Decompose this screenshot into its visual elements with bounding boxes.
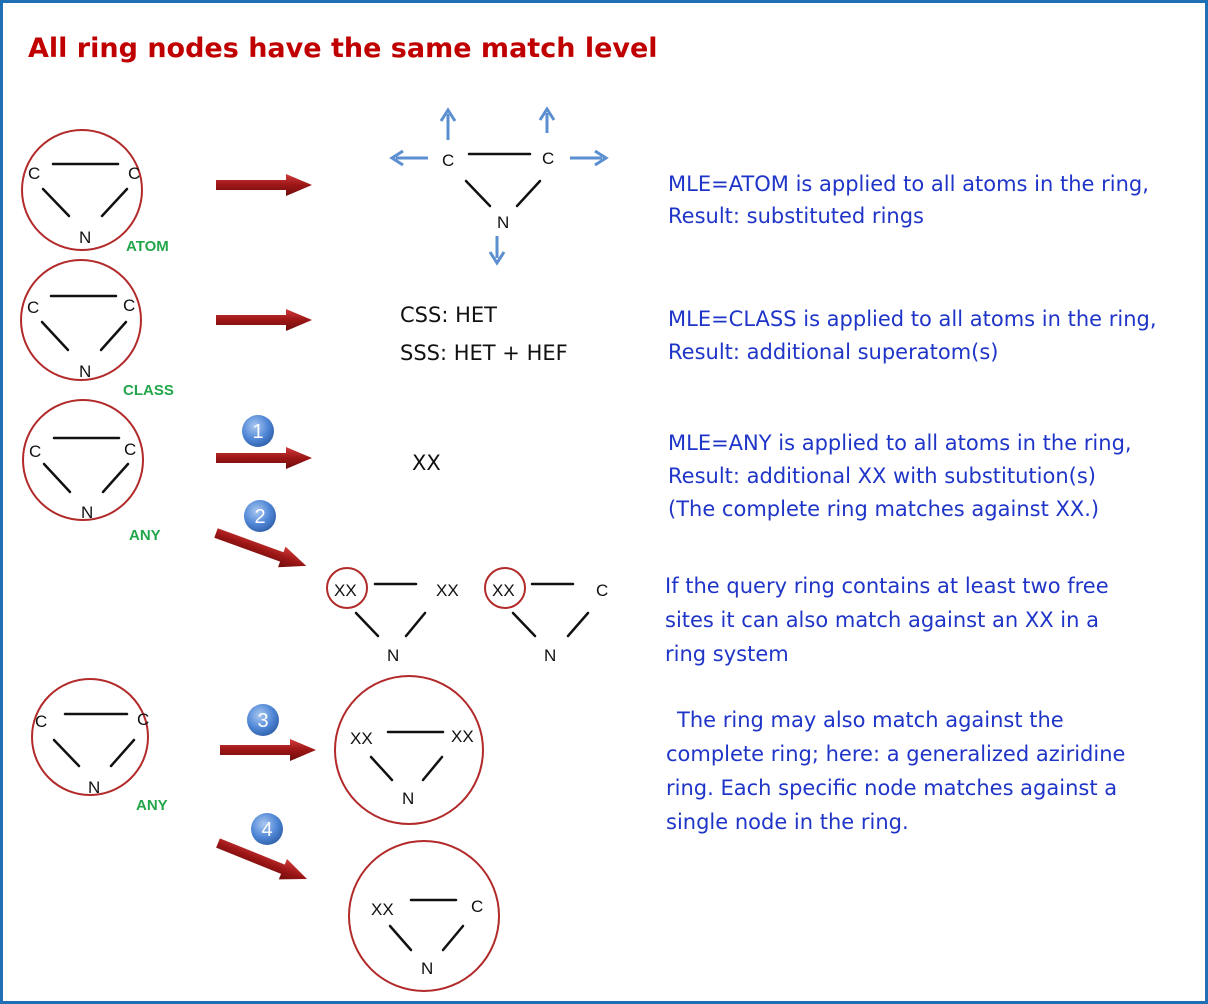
result-arrow (216, 174, 312, 196)
ring-circle (20, 259, 142, 381)
atom-label: N (81, 503, 93, 522)
ring-circle (21, 129, 143, 251)
substitution-arrow-icon (570, 149, 609, 167)
description-line: sites it can also match against an XX in… (665, 608, 1099, 632)
atom-label: C (35, 712, 47, 731)
ring-system-xx-c: XX C N (484, 567, 608, 665)
substitution-arrow-icon (488, 236, 506, 266)
atom-label: C (542, 149, 554, 168)
match-level-label: CLASS (123, 382, 174, 399)
result-arrow (216, 447, 312, 469)
atom-label: XX (492, 581, 515, 600)
description-line: single node in the ring. (666, 810, 909, 834)
atom-label: C (28, 164, 40, 183)
description-line: Result: additional XX with substitution(… (668, 464, 1096, 488)
substitution-arrow-icon (389, 149, 428, 167)
atom-label: N (497, 213, 509, 232)
atom-label: XX (436, 581, 459, 600)
result-arrow (216, 309, 312, 331)
generalized-ring-xx-c: XX C N (348, 840, 500, 992)
result-arrow (220, 739, 316, 761)
substitution-arrow-icon (538, 106, 556, 133)
atom-label: XX (350, 729, 373, 748)
description-line: Result: substituted rings (668, 204, 924, 228)
step-badge: 2 (244, 500, 276, 532)
description-line: ring system (665, 642, 789, 666)
result-text: CSS: HET (400, 303, 497, 327)
step-number: 1 (252, 421, 263, 443)
atom-label: C (27, 298, 39, 317)
ring-circle (348, 840, 500, 992)
step-number: 2 (254, 506, 265, 528)
atom-label: C (123, 296, 135, 315)
atom-label: N (387, 646, 399, 665)
atom-label: C (596, 581, 608, 600)
atom-label: N (79, 228, 91, 247)
atom-label: N (544, 646, 556, 665)
atom-label: N (402, 789, 414, 808)
node-circle (326, 567, 368, 609)
atom-label: N (421, 959, 433, 978)
step-number: 4 (261, 819, 272, 841)
result-text: SSS: HET + HEF (400, 341, 568, 365)
atom-label: C (471, 897, 483, 916)
atom-label: N (88, 778, 100, 797)
atom-label: C (128, 164, 140, 183)
query-ring-atom: C C N ATOM (21, 129, 169, 255)
description-line: (The complete ring matches against XX.) (668, 497, 1099, 521)
step-badge: 1 (242, 415, 274, 447)
atom-label: C (124, 440, 136, 459)
match-level-label: ANY (129, 527, 161, 544)
atom-label: N (79, 362, 91, 381)
atom-label: XX (451, 727, 474, 746)
node-circle (484, 567, 526, 609)
description-line: Result: additional superatom(s) (668, 340, 998, 364)
description-line: If the query ring contains at least two … (665, 574, 1109, 598)
match-level-label: ANY (136, 797, 168, 814)
atom-label: XX (371, 900, 394, 919)
description-line: ring. Each specific node matches against… (666, 776, 1117, 800)
generalized-ring-xx-xx: XX XX N (334, 675, 484, 825)
ring-circle (22, 399, 144, 521)
atom-label: C (29, 442, 41, 461)
match-level-label: ATOM (126, 238, 169, 255)
atom-label: C (442, 151, 454, 170)
description-line: complete ring; here: a generalized aziri… (666, 742, 1125, 766)
atom-label: XX (334, 581, 357, 600)
step-number: 3 (257, 710, 268, 732)
ring-system-xx-xx: XX XX N (326, 567, 459, 665)
ring-circle (31, 678, 149, 796)
description-line: MLE=ANY is applied to all atoms in the r… (668, 431, 1132, 455)
ring-circle (334, 675, 484, 825)
step-badge: 3 (247, 704, 279, 736)
substituted-ring: C C N (389, 106, 609, 266)
description-line: MLE=ATOM is applied to all atoms in the … (668, 172, 1149, 196)
query-ring-class: C C N CLASS (20, 259, 174, 399)
step-badge: 4 (251, 813, 283, 845)
atom-label: C (137, 710, 149, 729)
description-line: MLE=CLASS is applied to all atoms in the… (668, 307, 1157, 331)
query-ring-any: C C N ANY (22, 399, 161, 544)
page-title: All ring nodes have the same match level (28, 33, 658, 64)
result-text: XX (412, 451, 441, 475)
query-ring-any-complete: C C N ANY (31, 678, 168, 814)
description-line: The ring may also match against the (676, 708, 1064, 732)
substitution-arrow-icon (439, 107, 457, 140)
